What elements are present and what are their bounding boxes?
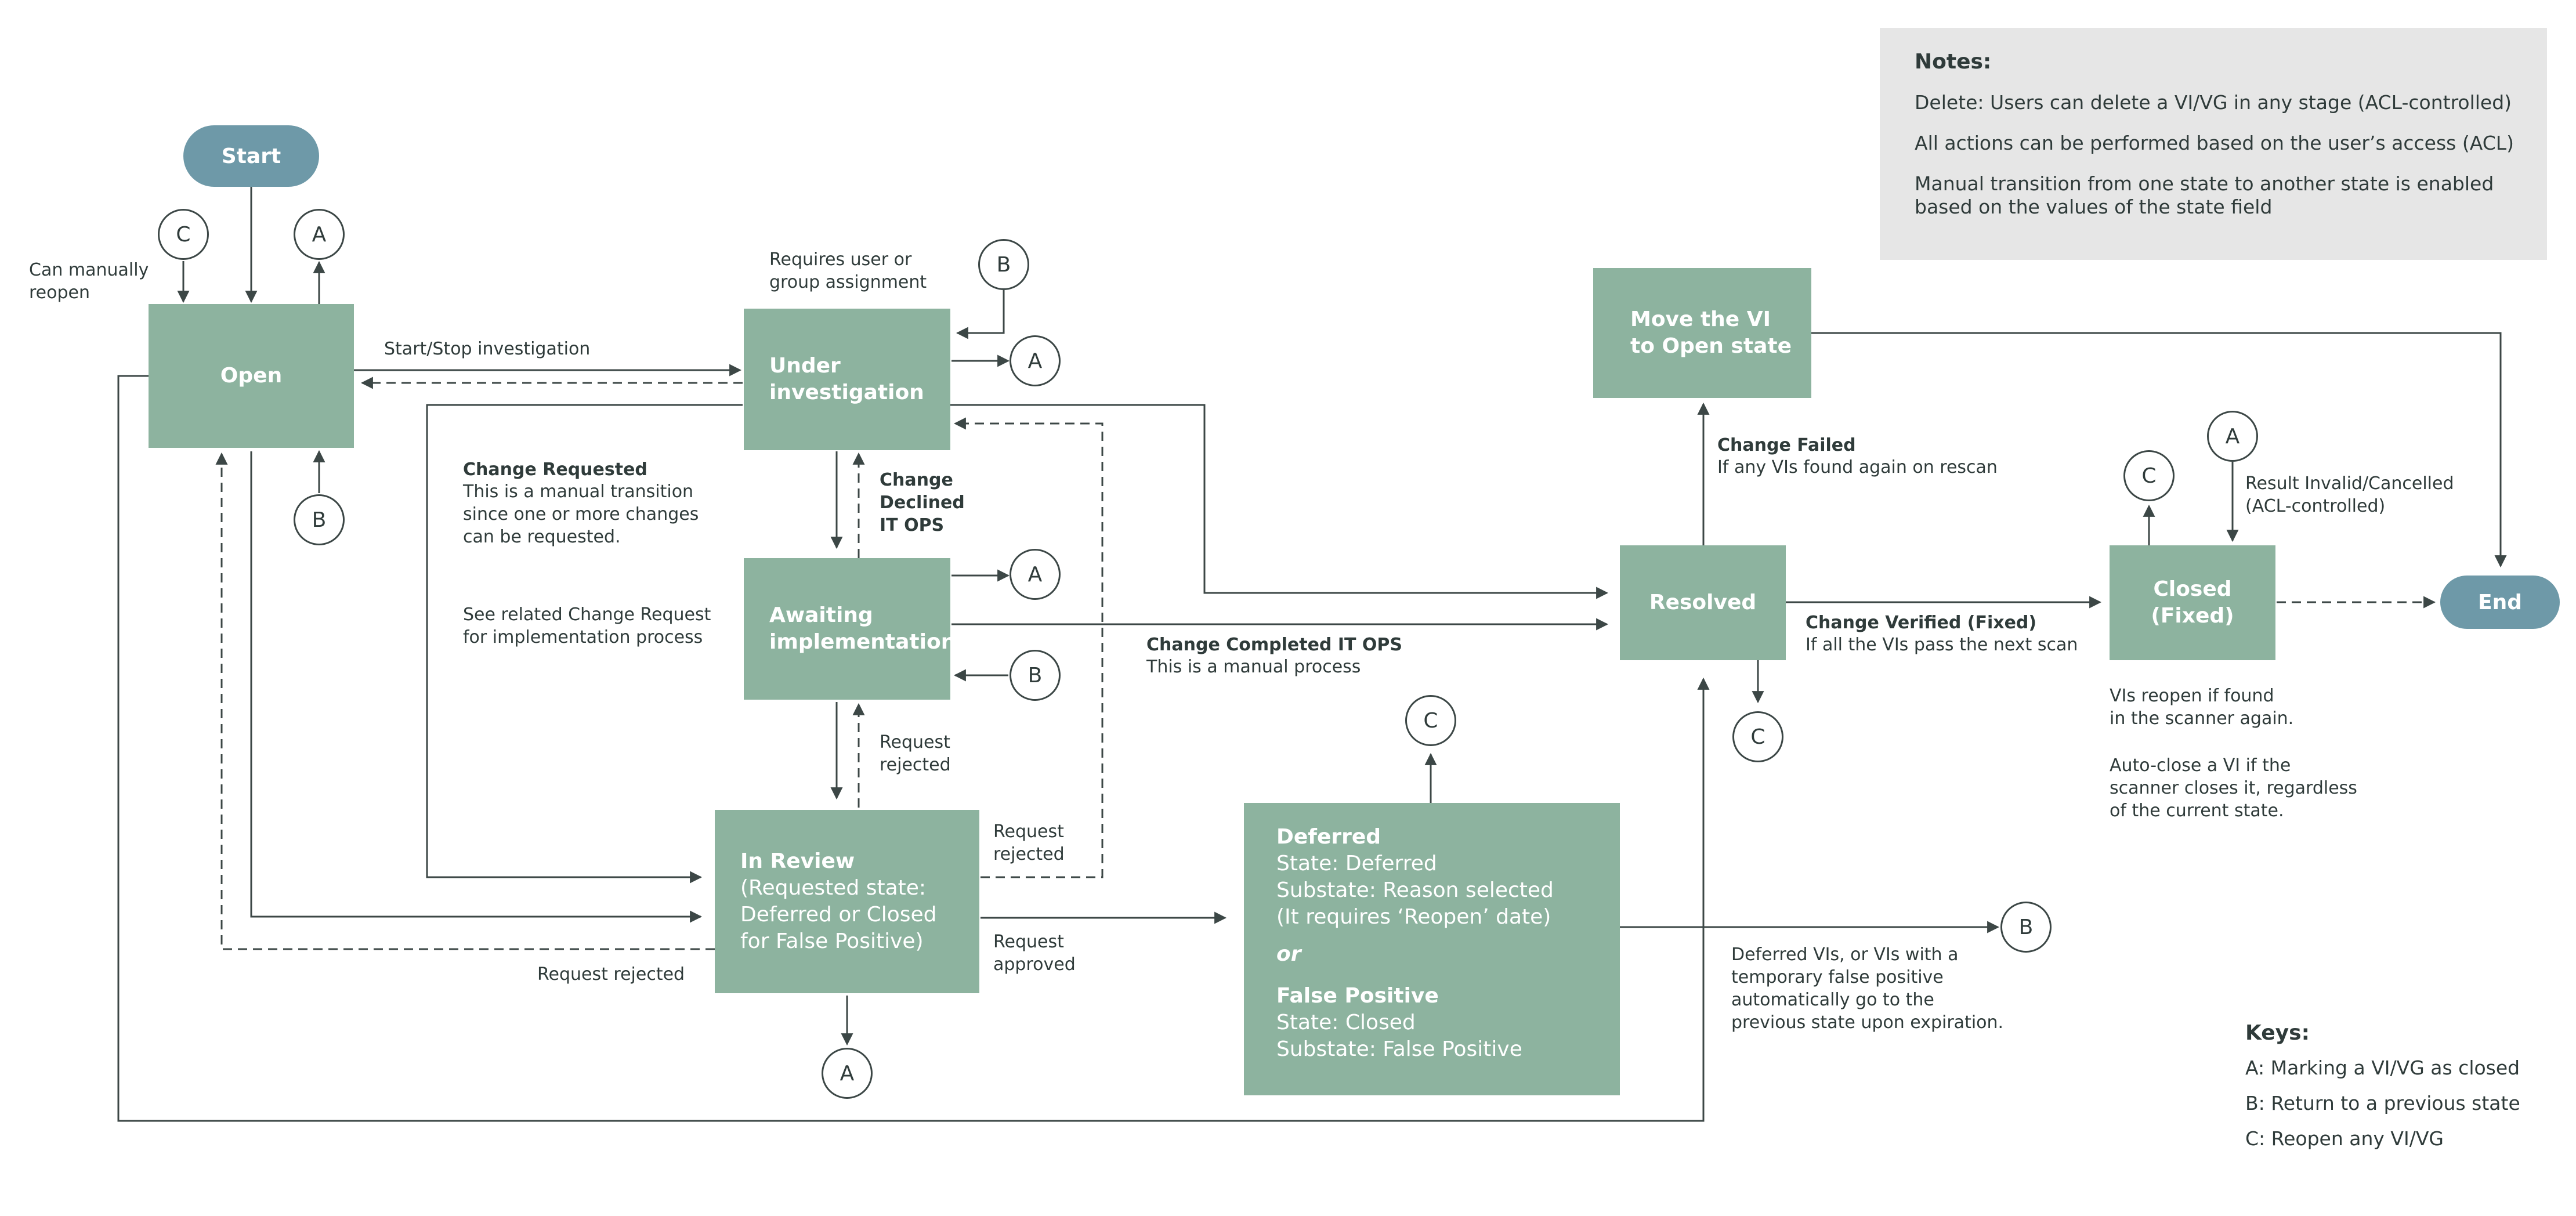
move-vi-line-2: to Open state <box>1630 334 1792 358</box>
closed-fixed-line-1: Closed <box>2153 577 2232 601</box>
in-review-line-2: Deferred or Closed <box>740 903 937 927</box>
notes-item: Manual transition from one state to anot… <box>1915 172 2494 218</box>
deferred-title: Deferred <box>1276 825 1381 849</box>
notes-heading: Notes: <box>1915 50 1992 74</box>
connector-c: C <box>158 209 209 260</box>
awaiting-implementation-state: Awaiting implementation <box>744 558 956 700</box>
under-investigation-state: Under investigation <box>744 309 950 450</box>
connector-a: A <box>2207 411 2258 462</box>
connector-c: C <box>1405 695 1456 746</box>
connector-a: A <box>822 1048 873 1099</box>
key-item-c: C: Reopen any VI/VG <box>2245 1127 2444 1150</box>
awaiting-implementation-line-1: Awaiting <box>769 603 873 627</box>
request-rejected-label-2: Request rejected <box>993 821 1065 864</box>
notes-item: Delete: Users can delete a VI/VG in any … <box>1915 91 2512 114</box>
deferred-expiration-note: Deferred VIs, or VIs with a temporary fa… <box>1731 944 2004 1033</box>
under-investigation-line-1: Under <box>769 354 841 378</box>
in-review-line-3: for False Positive) <box>740 929 924 953</box>
result-invalid-cancelled-label: Result Invalid/Cancelled (ACL-controlled… <box>2245 473 2454 516</box>
change-verified-title: Change Verified (Fixed) <box>1806 613 2037 633</box>
connector-c: C <box>2123 450 2175 501</box>
request-rejected-label-3: Request rejected <box>537 964 685 985</box>
connector-c: C <box>1732 711 1783 762</box>
in-review-state: In Review (Requested state: Deferred or … <box>715 810 979 993</box>
change-verified-body: If all the VIs pass the next scan <box>1806 635 2078 655</box>
change-completed-body: This is a manual process <box>1146 657 1361 677</box>
key-item-a: A: Marking a VI/VG as closed <box>2245 1056 2520 1079</box>
can-manually-reopen-label: Can manually reopen <box>29 260 149 303</box>
connector-b: B <box>294 494 345 545</box>
deferred-line-3: (It requires ‘Reopen’ date) <box>1276 905 1551 929</box>
auto-close-label: Auto-close a VI if the scanner closes it… <box>2110 755 2357 821</box>
connector-b: B <box>1010 650 1061 701</box>
under-investigation-line-2: investigation <box>769 381 924 404</box>
connector-b: B <box>2000 902 2052 953</box>
start-node: Start <box>183 125 319 187</box>
resolved-state: Resolved <box>1620 545 1786 660</box>
in-review-line-1: (Requested state: <box>740 876 927 900</box>
awaiting-implementation-line-2: implementation <box>769 630 956 654</box>
connector-b: B <box>978 239 1029 290</box>
start-stop-investigation-label: Start/Stop investigation <box>384 339 591 359</box>
connector-a: A <box>1010 549 1061 600</box>
notes-item: All actions can be performed based on th… <box>1915 132 2515 154</box>
connector-a: A <box>294 209 345 260</box>
change-completed-title: Change Completed IT OPS <box>1146 635 1403 655</box>
in-review-title: In Review <box>740 849 855 873</box>
connector-a: A <box>1010 335 1061 386</box>
deferred-line-1: State: Deferred <box>1276 852 1437 875</box>
change-requested-title: Change Requested <box>463 459 647 480</box>
notes-panel: Notes: Delete: Users can delete a VI/VG … <box>1880 28 2547 260</box>
change-requested-body: This is a manual transition since one or… <box>463 482 699 547</box>
closed-fixed-state: Closed (Fixed) <box>2110 545 2275 660</box>
false-positive-line-1: State: Closed <box>1276 1011 1416 1034</box>
change-failed-title: Change Failed <box>1717 435 1856 455</box>
closed-fixed-line-2: (Fixed) <box>2151 604 2234 628</box>
see-related-change-request-label: See related Change Request for implement… <box>463 605 711 647</box>
change-declined-label: Change Declined IT OPS <box>880 470 965 535</box>
open-state: Open <box>149 304 354 448</box>
move-vi-to-open-state: Move the VI to Open state <box>1593 268 1811 398</box>
vis-reopen-label: VIs reopen if found in the scanner again… <box>2110 686 2294 729</box>
end-node: End <box>2440 576 2560 629</box>
change-failed-body: If any VIs found again on rescan <box>1717 457 1998 477</box>
deferred-or: or <box>1276 942 1301 966</box>
request-approved-label: Request approved <box>993 932 1076 975</box>
requires-assignment-label: Requires user or group assignment <box>769 249 927 292</box>
move-vi-line-1: Move the VI <box>1630 307 1771 331</box>
deferred-false-positive-state: Deferred State: Deferred Substate: Reaso… <box>1244 803 1620 1095</box>
deferred-line-2: Substate: Reason selected <box>1276 878 1554 902</box>
false-positive-line-2: Substate: False Positive <box>1276 1037 1522 1061</box>
key-item-b: B: Return to a previous state <box>2245 1092 2520 1114</box>
keys-legend: Keys: A: Marking a VI/VG as closed B: Re… <box>2245 1021 2520 1163</box>
false-positive-title: False Positive <box>1276 984 1439 1008</box>
request-rejected-label-1: Request rejected <box>880 732 951 775</box>
keys-heading: Keys: <box>2245 1021 2310 1045</box>
